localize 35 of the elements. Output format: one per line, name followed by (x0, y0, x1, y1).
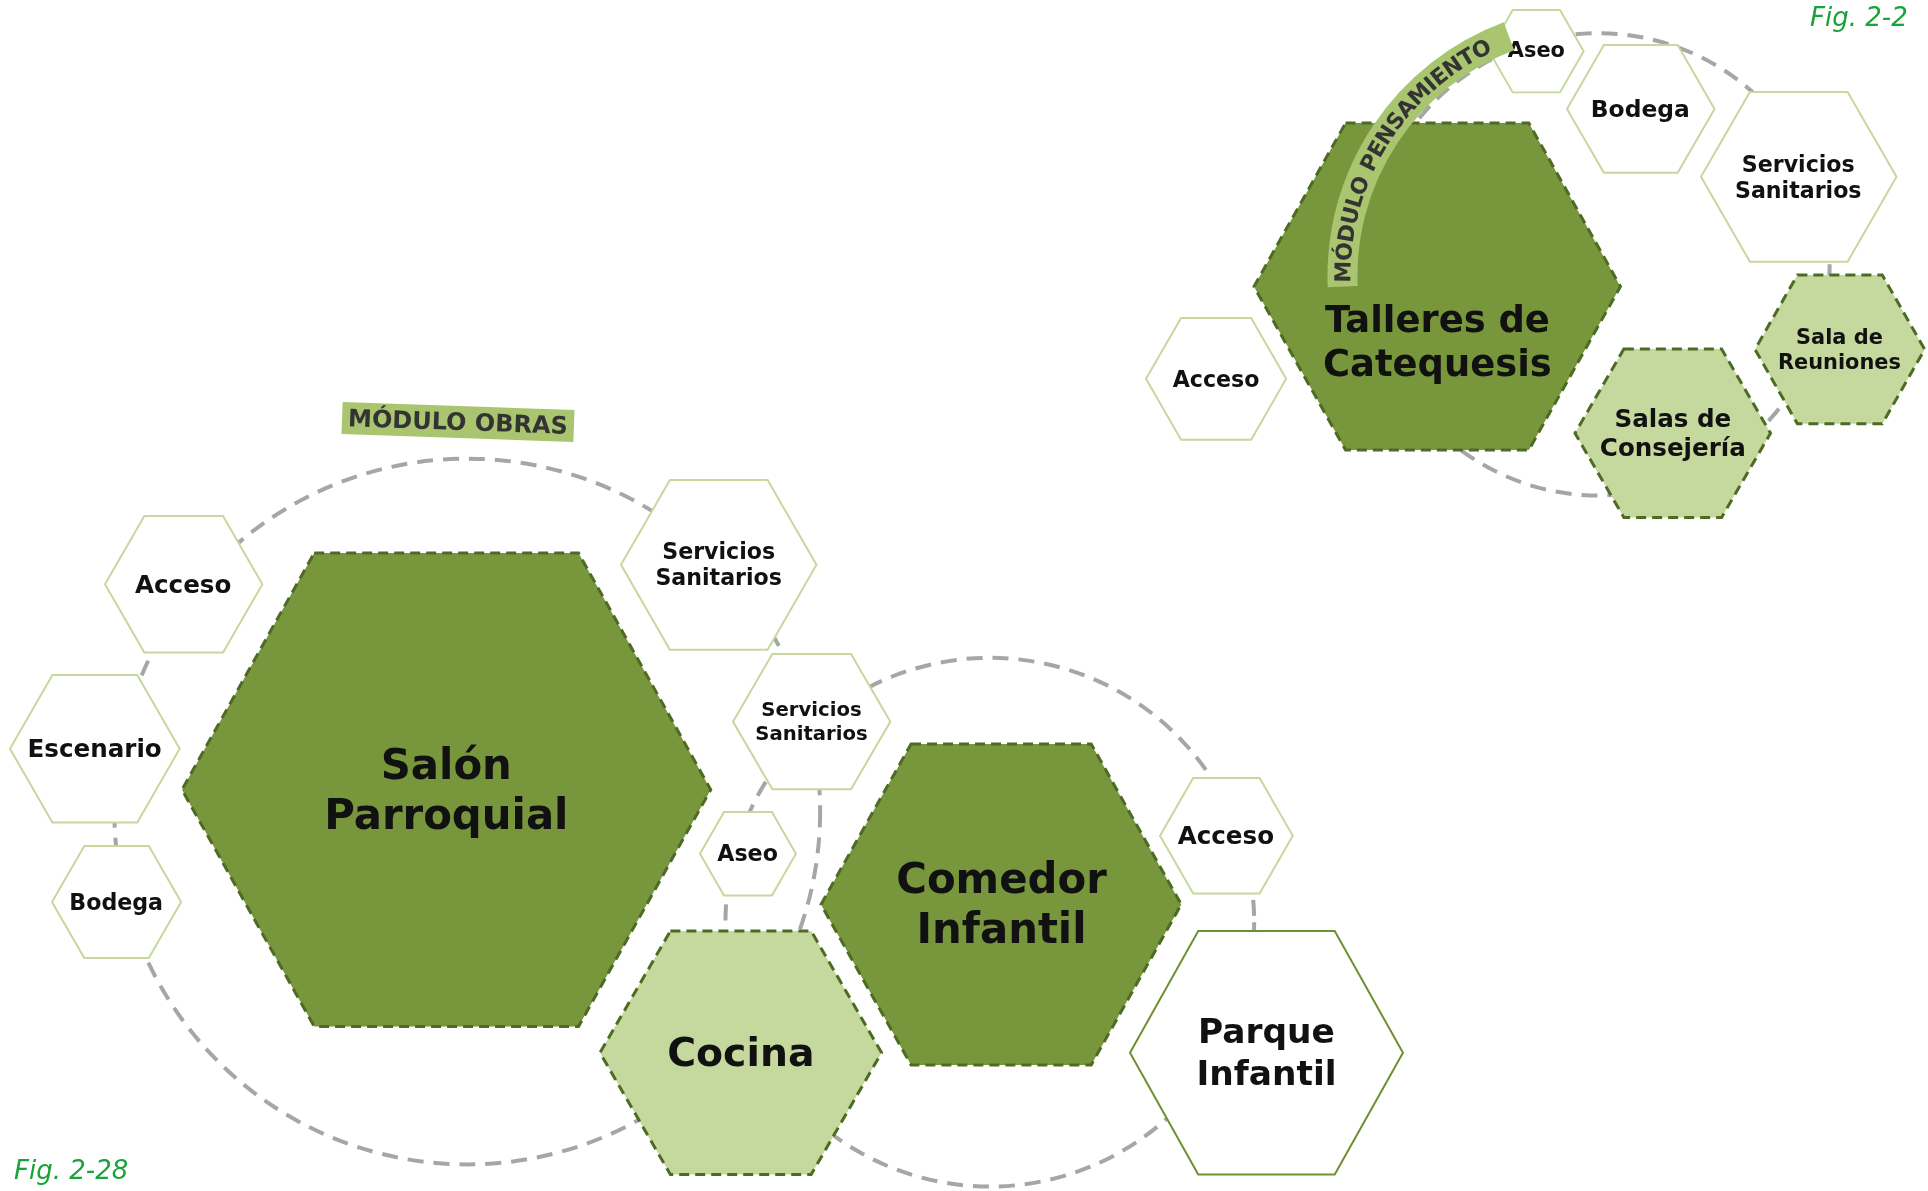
room-label: Sala de Reuniones (1776, 324, 1902, 375)
room-label: Salas de Consejería (1598, 403, 1747, 463)
room-label: Acceso (1172, 366, 1260, 393)
hexagon (600, 930, 882, 1175)
hexagon (1489, 9, 1584, 93)
hexagon (9, 675, 180, 823)
hexagon (1700, 92, 1896, 262)
room-label: Parque Infantil (1195, 1011, 1338, 1094)
room-label: Bodega (1590, 95, 1690, 124)
figure-number: Fig. 2-28 (14, 1155, 129, 1185)
room-label: Servicios Sanitarios (654, 537, 783, 591)
hexagon (1575, 349, 1771, 518)
room-label: Aseo (717, 840, 778, 867)
hexagon (1159, 778, 1293, 894)
room-label: Servicios Sanitarios (1733, 150, 1863, 204)
room-label: Acceso (135, 569, 232, 600)
room-label: Escenario (27, 734, 162, 764)
hexagon (1754, 275, 1925, 425)
room-label: Acceso (1177, 821, 1275, 851)
room-label: Cocina (667, 1028, 815, 1077)
room-label: Comedor Infantil (895, 854, 1108, 955)
hexagon (1130, 930, 1403, 1175)
hexagon (620, 479, 817, 650)
module-label: MÓDULO OBRAS (341, 401, 575, 442)
room-label: Salón Parroquial (323, 739, 570, 841)
figure-number: Fig. 2-2 (1810, 2, 1908, 32)
room-label: Talleres de Catequesis (1322, 297, 1553, 387)
hexagon (51, 845, 181, 958)
hexagon (104, 516, 262, 653)
hexagon (1145, 318, 1287, 441)
room-label: Servicios Sanitarios (754, 698, 869, 746)
hexagon (699, 811, 796, 896)
hexagon (1566, 45, 1715, 174)
hexagon (732, 654, 891, 790)
room-label: Bodega (69, 888, 164, 916)
